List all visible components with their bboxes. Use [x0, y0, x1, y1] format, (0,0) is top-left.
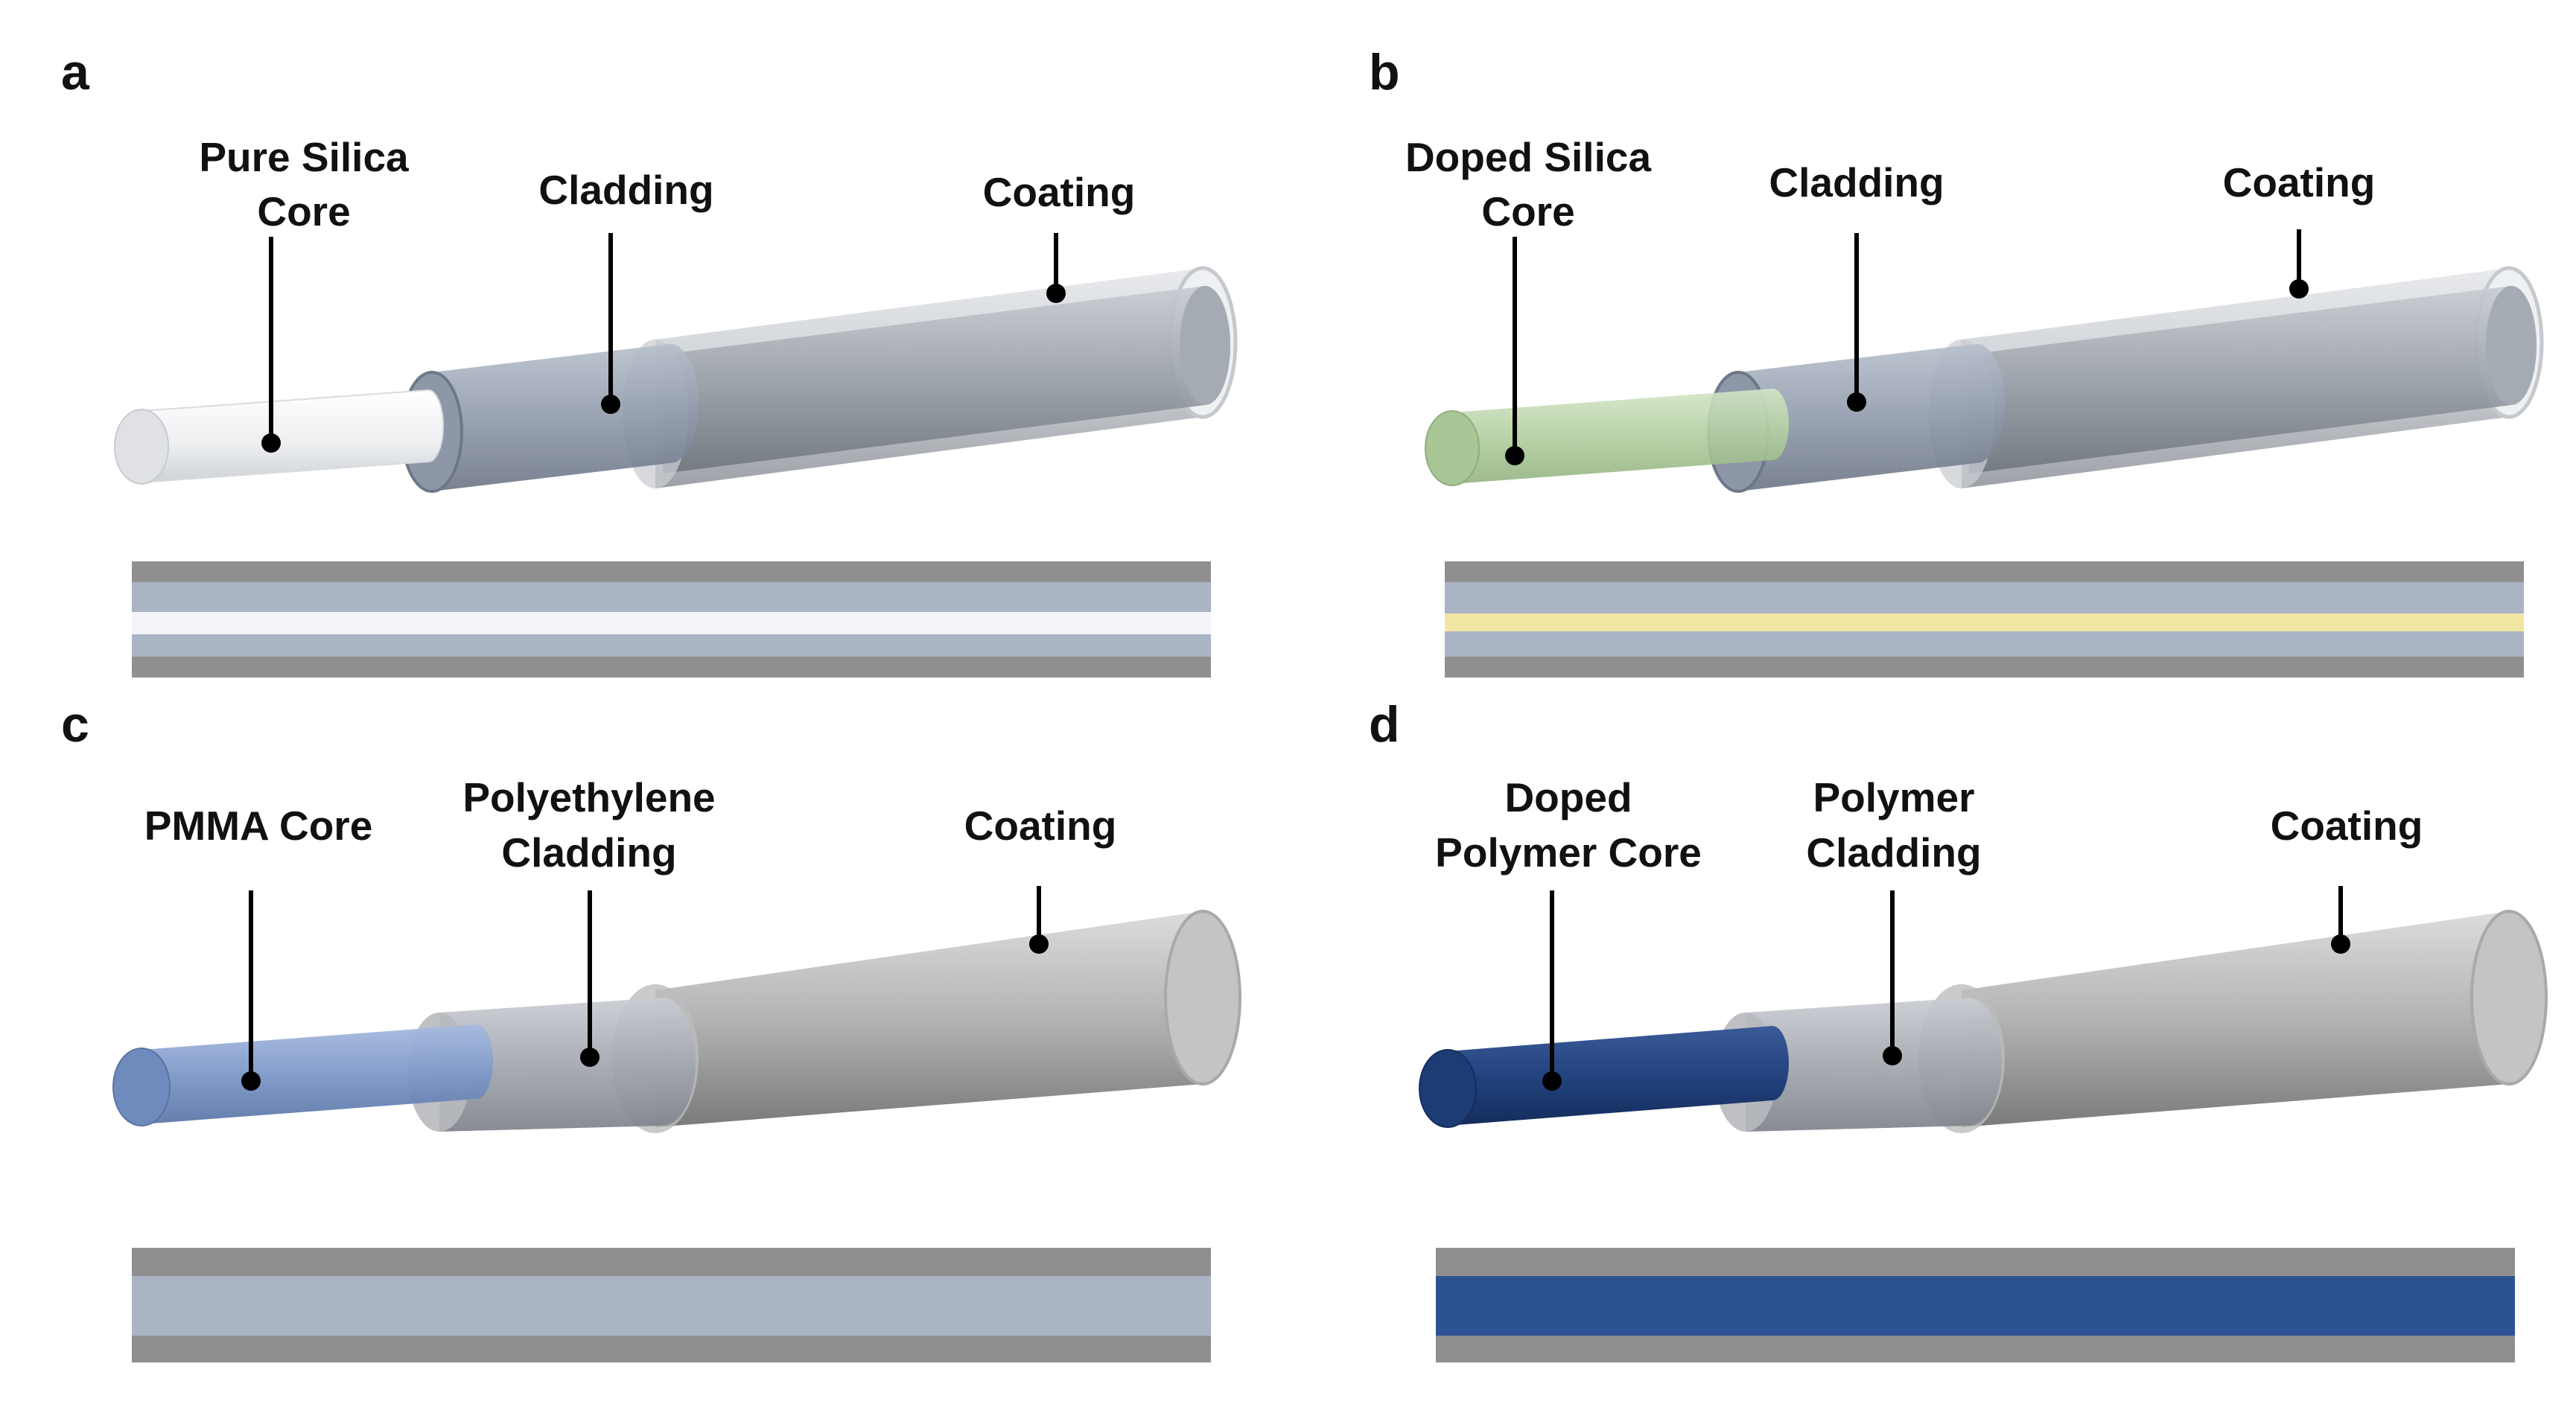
label-core-line1: Pure Silica [199, 134, 409, 180]
leader-lines-a [269, 233, 1058, 443]
leader-lines-b [1513, 229, 2301, 456]
coating-layer [1962, 911, 2546, 1127]
panel-a: a Pure Silica Core Cladding Coating [61, 44, 1238, 678]
strip-cladding-bottom [1445, 631, 2524, 657]
strip-coating-top [1436, 1248, 2515, 1276]
core-layer [141, 1024, 493, 1124]
leader-dot-core [1542, 1071, 1562, 1091]
strip-coating-top [132, 1248, 1211, 1276]
cross-section-c [132, 1248, 1211, 1362]
coating-inner-end [2486, 286, 2537, 405]
leader-dot-core [241, 1071, 261, 1091]
strip-core [132, 1276, 1211, 1336]
label-core-line1: Doped Silica [1405, 134, 1651, 180]
coating-inner-end [1180, 286, 1230, 405]
label-cladding: Cladding [538, 167, 713, 213]
panel-letter-d: d [1369, 696, 1400, 753]
cross-section-b [1445, 561, 2524, 678]
strip-coating-bottom [132, 657, 1211, 678]
coating-inner [663, 286, 1230, 474]
core-end [1419, 1049, 1477, 1128]
leader-dot-cladding [601, 395, 620, 414]
label-coating: Coating [2223, 159, 2376, 205]
core-layer [141, 389, 444, 484]
label-core-line2: Core [1481, 188, 1574, 235]
strip-coating-bottom [132, 1336, 1211, 1362]
label-cladding-line1: Polymer [1813, 774, 1974, 820]
leader-dot-cladding [1883, 1046, 1902, 1065]
strip-coating-top [1445, 561, 2524, 582]
leader-dot-coating [1029, 934, 1049, 954]
cross-section-a [132, 561, 1211, 678]
strip-coating-bottom [1445, 657, 2524, 678]
leader-dot-coating [1046, 284, 1066, 303]
panel-b: b Doped Silica Core Cladding Coating [1369, 44, 2544, 678]
strip-cladding-top [132, 582, 1211, 612]
label-core-line1: Doped [1504, 774, 1632, 820]
coating-inner [1969, 286, 2537, 474]
strip-cladding-top [1445, 582, 2524, 613]
panel-letter-a: a [61, 44, 90, 101]
label-core: PMMA Core [144, 803, 373, 849]
leader-dot-coating [2289, 279, 2309, 299]
label-cladding: Cladding [1769, 159, 1944, 205]
panel-c: c PMMA Core Polyethylene Cladding Coatin… [61, 696, 1241, 1362]
core-layer [1452, 389, 1789, 484]
label-cladding-line2: Cladding [1806, 829, 1981, 876]
coating-end [2470, 910, 2548, 1086]
strip-core [132, 612, 1211, 634]
fiber-3d-b [1425, 266, 2544, 493]
label-core-line2: Core [257, 188, 350, 235]
cross-section-d [1436, 1248, 2515, 1362]
leader-dot-coating [2331, 934, 2350, 954]
leader-dot-core [1505, 446, 1524, 465]
strip-core [1436, 1276, 2515, 1336]
core-end [112, 1048, 171, 1126]
label-coating: Coating [964, 803, 1117, 849]
cladding-layer [432, 344, 699, 491]
strip-cladding-bottom [132, 634, 1211, 657]
leader-dot-cladding [580, 1048, 600, 1067]
label-coating: Coating [2271, 803, 2423, 849]
strip-core [1445, 613, 2524, 631]
label-coating: Coating [983, 169, 1136, 215]
leader-dot-cladding [1847, 392, 1866, 412]
strip-coating-bottom [1436, 1336, 2515, 1362]
fiber-3d-a [114, 266, 1238, 493]
fiber-3d-d [1419, 910, 2548, 1133]
core-layer [1448, 1026, 1789, 1126]
cladding-layer [1746, 998, 2002, 1132]
fiber-3d-c [112, 910, 1241, 1133]
coating-layer [655, 911, 1240, 1127]
cladding-layer [439, 998, 696, 1132]
panel-letter-c: c [61, 696, 89, 753]
panel-letter-b: b [1369, 44, 1400, 101]
leader-dot-core [261, 433, 281, 453]
core-end [114, 409, 169, 485]
cladding-layer [1738, 344, 2005, 491]
coating-end [1164, 910, 1241, 1086]
panel-d: d Doped Polymer Core Polymer Cladding Co… [1369, 696, 2548, 1362]
label-cladding-line2: Cladding [501, 829, 676, 876]
strip-coating-top [132, 561, 1211, 582]
label-core-line2: Polymer Core [1435, 829, 1702, 876]
core-end [1425, 410, 1480, 486]
label-cladding-line1: Polyethylene [462, 774, 715, 820]
